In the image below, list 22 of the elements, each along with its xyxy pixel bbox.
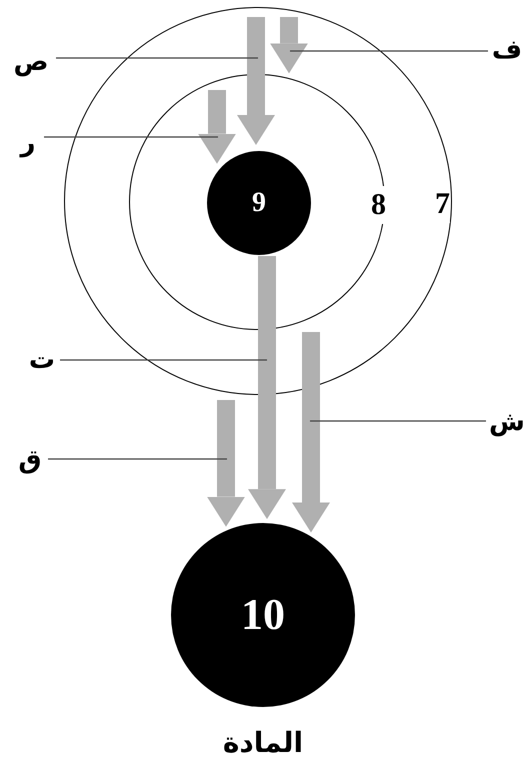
arrow xyxy=(292,332,330,533)
leader-line xyxy=(60,359,267,361)
leader-line xyxy=(44,136,218,138)
arrow xyxy=(207,400,245,527)
ring-number: 8 xyxy=(371,186,386,224)
arabic-letter-label: ت xyxy=(24,343,60,377)
circle-number: 10 xyxy=(241,593,285,637)
arabic-letter-label: ر xyxy=(12,126,44,160)
arabic-letter-label: ص xyxy=(6,45,56,79)
caption-text: المادة xyxy=(222,725,304,760)
arrow xyxy=(248,256,286,520)
leader-line xyxy=(310,420,486,422)
leader-line xyxy=(56,57,258,59)
arabic-letter-label: ش xyxy=(486,404,528,440)
leader-line xyxy=(290,50,488,52)
arrow xyxy=(270,17,308,74)
arabic-letter-label: ق xyxy=(12,441,48,479)
arabic-letter-label: ف xyxy=(488,34,526,66)
arrow xyxy=(237,17,275,145)
circle-number: 9 xyxy=(252,189,266,217)
leader-line xyxy=(48,458,227,460)
arrow xyxy=(198,90,236,164)
